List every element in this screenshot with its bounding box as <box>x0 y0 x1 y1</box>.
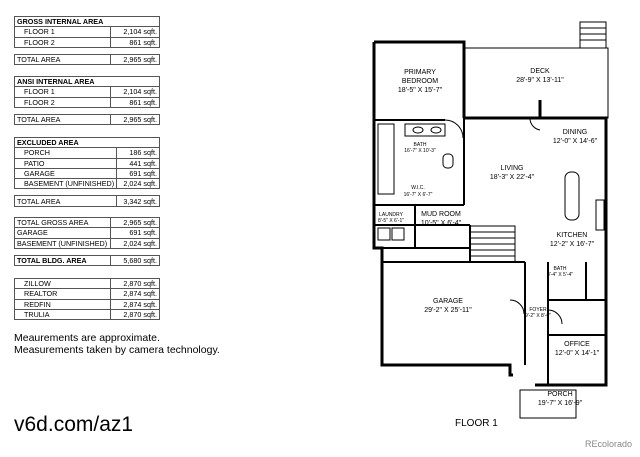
interior-walls <box>374 118 606 385</box>
room-dimensions: 12'-0" X 14'-1" <box>555 350 600 357</box>
room-dimensions: 8'-4" X 5'-4" <box>547 272 573 278</box>
table-cell: 5,680 sqft. <box>110 254 160 267</box>
brand-url: v6d.com/az1 <box>14 413 134 436</box>
room-dimensions: 9'-2" X 8'-0" <box>525 313 551 319</box>
room-dimensions: 18'-3" X 22'-4" <box>490 174 535 181</box>
table-cell: 2,965 sqft. <box>110 113 160 126</box>
room-dimensions: 16'-7" X 10'-3" <box>404 148 436 154</box>
table-cell: 2,870 sqft. <box>110 308 160 321</box>
table-cell: TOTAL AREA <box>13 195 118 207</box>
room-name: FOYER <box>529 307 547 313</box>
room-dimensions: 10'-5" X 6'-4" <box>421 220 462 227</box>
table-cell: 861 sqft. <box>110 36 160 48</box>
deck-outline <box>463 21 609 119</box>
watermark: REcolorado <box>584 439 632 449</box>
room-dimensions: 19'-7" X 16'-9" <box>538 400 583 407</box>
room-name: LAUNDRY <box>379 212 403 218</box>
table-cell: BASEMENT (UNFINISHED) <box>13 178 118 190</box>
table-cell: 2,024 sqft. <box>110 237 160 249</box>
room-name: BATH <box>554 266 567 272</box>
room-dimensions: 28'-9" X 13'-11" <box>516 77 564 84</box>
table-cell: 2,024 sqft. <box>116 178 160 190</box>
room-name: GARAGE <box>433 298 463 305</box>
room-name: PORCH <box>547 391 572 398</box>
table-cell: 2,965 sqft. <box>110 53 160 66</box>
room-dimensions: 12'-2" X 16'-7" <box>550 241 595 248</box>
room-dimensions: 8'-5" X 6'-1" <box>378 218 404 224</box>
room-name: DECK <box>530 68 550 75</box>
room-dimensions: 12'-0" X 14'-6" <box>553 138 598 145</box>
room-dimensions: 16'-7" X 6'-7" <box>404 192 433 198</box>
room-name: W.I.C. <box>411 185 425 191</box>
table-cell: 861 sqft. <box>110 96 160 108</box>
room-name: LIVING <box>501 165 524 172</box>
room-name: OFFICE <box>564 341 590 348</box>
room-name: BEDROOM <box>402 78 438 85</box>
room-name: BATH <box>414 142 427 148</box>
room-labels: PRIMARY BEDROOM 18'-5" X 15'-7" DECK 28'… <box>378 68 600 407</box>
room-name: MUD ROOM <box>421 211 461 218</box>
measurement-note: Meaurements are approximate. <box>14 332 160 344</box>
table-cell: 3,342 sqft. <box>116 195 160 207</box>
room-name: PRIMARY <box>404 69 436 76</box>
floor-label: FLOOR 1 <box>455 418 498 429</box>
room-dimensions: 18'-5" X 15'-7" <box>398 87 443 94</box>
room-name: DINING <box>563 129 588 136</box>
room-name: KITCHEN <box>557 232 588 239</box>
fixtures <box>377 117 605 419</box>
measurement-note: Measurements taken by camera technology. <box>14 344 220 356</box>
room-dimensions: 29'-2" X 25'-11" <box>424 307 472 314</box>
